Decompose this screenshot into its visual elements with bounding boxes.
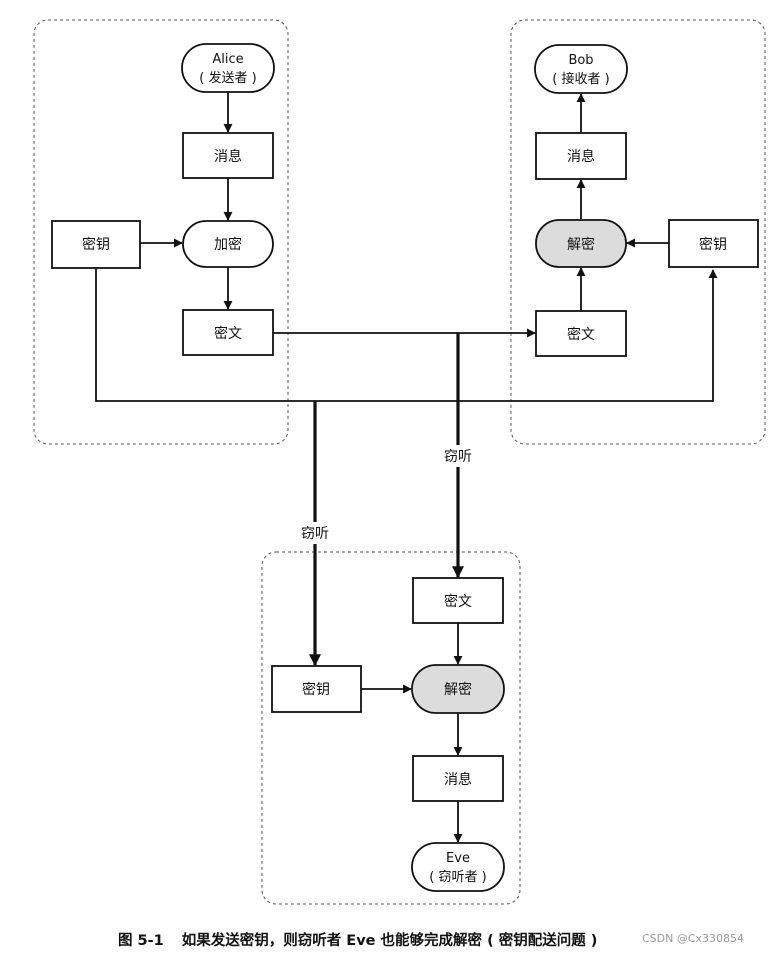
eve-key-label: 密钥: [302, 681, 330, 698]
bob-key-box: [668, 219, 759, 268]
bob-key-label: 密钥: [699, 236, 727, 253]
alice-name: Alice: [212, 52, 243, 67]
alice-key-box: [51, 220, 141, 269]
eve-decrypt-node: [411, 664, 505, 714]
alice-role: ( 发送者 ): [199, 70, 256, 86]
alice-message-box: [182, 132, 274, 179]
alice-ciphertext-box: [182, 309, 274, 356]
eve-name: Eve: [446, 851, 470, 866]
eve-ciphertext-box: [412, 577, 504, 624]
eavesdrop-label-key: 窃听: [301, 526, 329, 542]
eavesdrop-label-ciphertext: 窃听: [444, 449, 472, 465]
alice-encrypt-label: 加密: [214, 236, 242, 253]
bob-decrypt-label: 解密: [567, 236, 595, 253]
eve-role: ( 窃听者 ): [429, 869, 486, 885]
alice-group: [33, 19, 289, 445]
bob-ciphertext-label: 密文: [567, 326, 595, 343]
figure-caption-text: 如果发送密钥，则窃听者 Eve 也能够完成解密 ( 密钥配送问题 ): [181, 933, 598, 949]
bob-ciphertext-box: [535, 310, 627, 357]
figure-number: 图 5-1: [118, 933, 164, 949]
alice-encrypt-node: [182, 220, 274, 268]
alice-sender-node: [181, 43, 275, 93]
watermark: CSDN @Cx330854: [642, 932, 745, 945]
eve-decrypt-label: 解密: [444, 681, 472, 698]
bob-message-box: [535, 132, 627, 180]
bob-group: [510, 19, 766, 445]
alice-key-label: 密钥: [82, 236, 110, 253]
eve-message-label: 消息: [444, 771, 472, 788]
bob-message-label: 消息: [567, 148, 595, 165]
bob-role: ( 接收者 ): [552, 71, 609, 87]
alice-message-label: 消息: [214, 148, 242, 165]
bob-name: Bob: [568, 53, 593, 68]
eve-message-box: [412, 755, 504, 802]
figure-caption: 图 5-1 如果发送密钥，则窃听者 Eve 也能够完成解密 ( 密钥配送问题 ): [118, 929, 597, 950]
bob-receiver-node: [534, 44, 628, 94]
bob-decrypt-node: [535, 219, 627, 268]
eve-ciphertext-label: 密文: [444, 593, 472, 610]
eve-key-box: [271, 665, 362, 713]
arrow-key-to-bob: [95, 268, 718, 402]
alice-ciphertext-label: 密文: [214, 325, 242, 342]
eve-group: [261, 551, 521, 905]
eve-eavesdropper-node: [411, 842, 505, 892]
